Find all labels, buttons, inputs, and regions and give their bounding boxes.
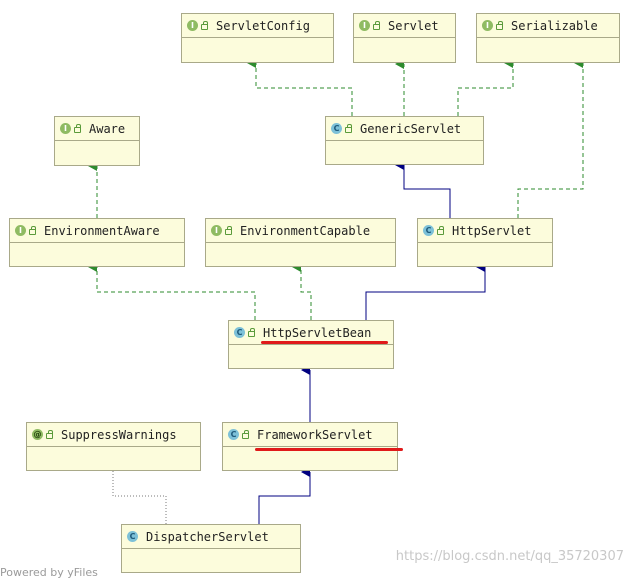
node-generic-servlet[interactable]: C GenericServlet — [325, 116, 484, 165]
lock-icon — [29, 226, 36, 235]
interface-icon: I — [60, 123, 71, 134]
edge-http-servlet-to-generic-servlet — [395, 160, 451, 218]
lock-icon — [201, 21, 208, 30]
class-icon: C — [228, 429, 239, 440]
node-label: GenericServlet — [360, 121, 462, 136]
node-label: HttpServletBean — [263, 325, 372, 340]
node-dispatcher-servlet[interactable]: C DispatcherServlet — [121, 524, 301, 573]
node-http-servlet-bean[interactable]: C HttpServletBean — [228, 320, 394, 369]
node-environment-aware[interactable]: I EnvironmentAware — [9, 218, 185, 267]
highlight-underline — [261, 341, 388, 344]
node-environment-capable[interactable]: I EnvironmentCapable — [205, 218, 396, 267]
lock-icon — [496, 21, 503, 30]
node-label: Servlet — [388, 18, 439, 33]
node-label: DispatcherServlet — [146, 529, 269, 544]
lock-icon — [373, 21, 380, 30]
class-icon: C — [127, 531, 138, 542]
node-framework-servlet[interactable]: C FrameworkServlet — [222, 422, 398, 471]
edge-http-servlet-to-serializable — [517, 58, 584, 218]
node-label: Serializable — [511, 18, 598, 33]
edge-http-servlet-bean-to-http-servlet — [365, 262, 486, 320]
node-serializable[interactable]: I Serializable — [476, 13, 620, 63]
interface-icon: I — [482, 20, 493, 31]
interface-icon: I — [211, 225, 222, 236]
edge-http-servlet-bean-to-environment-capable — [292, 262, 312, 320]
edge-dispatcher-servlet-to-framework-servlet — [258, 467, 311, 524]
edge-generic-servlet-to-servlet-config — [247, 58, 353, 116]
lock-icon — [74, 124, 81, 133]
lock-icon — [225, 226, 232, 235]
node-label: EnvironmentAware — [44, 223, 160, 238]
node-http-servlet[interactable]: C HttpServlet — [417, 218, 553, 267]
edge-generic-servlet-to-serializable — [457, 58, 514, 116]
node-suppress-warnings[interactable]: @ SuppressWarnings — [26, 422, 201, 471]
lock-icon — [248, 328, 255, 337]
lock-icon — [46, 430, 53, 439]
class-icon: C — [423, 225, 434, 236]
edge-http-servlet-bean-to-environment-aware — [88, 262, 256, 320]
lock-icon — [242, 430, 249, 439]
watermark: https://blog.csdn.net/qq_35720307 — [395, 549, 624, 564]
node-servlet-config[interactable]: I ServletConfig — [181, 13, 334, 63]
class-icon: C — [331, 123, 342, 134]
node-label: Aware — [89, 121, 126, 136]
node-label: EnvironmentCapable — [240, 223, 371, 238]
node-label: HttpServlet — [452, 223, 532, 238]
node-servlet[interactable]: I Servlet — [353, 13, 456, 63]
node-label: SuppressWarnings — [61, 427, 177, 442]
node-aware[interactable]: I Aware — [54, 116, 140, 166]
footer-credit: Powered by yFiles — [0, 566, 98, 579]
edge-dispatcher-servlet-to-suppress-warnings — [112, 471, 167, 524]
class-icon: C — [234, 327, 245, 338]
interface-icon: I — [359, 20, 370, 31]
interface-icon: I — [15, 225, 26, 236]
highlight-underline — [255, 448, 403, 451]
lock-icon — [345, 124, 352, 133]
lock-icon — [437, 226, 444, 235]
interface-icon: I — [187, 20, 198, 31]
annotation-icon: @ — [32, 429, 43, 440]
node-label: ServletConfig — [216, 18, 310, 33]
node-label: FrameworkServlet — [257, 427, 373, 442]
